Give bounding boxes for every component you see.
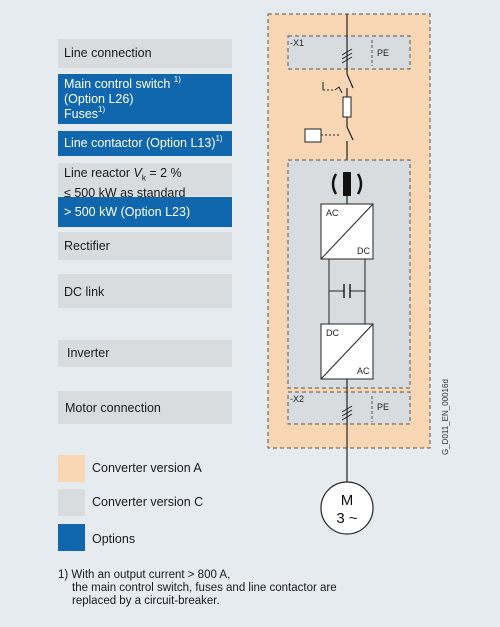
motor-symbol: M 3 ~ [320, 481, 374, 535]
label-line-connection: Line connection [58, 39, 232, 68]
inverter-block: DC AC [320, 323, 374, 380]
label-inverter: Inverter [58, 340, 232, 367]
pe-bottom-label: PE [377, 402, 389, 412]
inverter-dc-label: DC [326, 328, 339, 338]
footnote-line-1: 1) With an output current > 800 A, [58, 569, 231, 581]
drawing-id: G_D011_EN_00016d [441, 379, 450, 455]
inverter-ac-label: AC [357, 366, 370, 376]
label-dc-link: DC link [58, 274, 232, 308]
label-reactor-option: > 500 kW (Option L23) [58, 197, 232, 227]
legend-swatch-version-c [58, 489, 85, 516]
terminal-x1-box [287, 35, 411, 70]
motor-phase-label: 3 ~ [336, 510, 358, 527]
main-switch-symbol [322, 73, 354, 94]
label-line-contactor: Line contactor (Option L13)1) [58, 131, 232, 156]
rectifier-ac-label: AC [326, 208, 339, 218]
line-contactor-symbol [304, 126, 354, 143]
terminal-x2-label: -X2 [290, 394, 304, 404]
pe-top-label: PE [377, 48, 389, 58]
dc-link-symbol [328, 259, 366, 324]
fuse-symbol [342, 96, 352, 118]
legend-label-version-c: Converter version C [92, 495, 204, 509]
footnote-line-3: replaced by a circuit-breaker. [72, 595, 220, 607]
label-line-reactor: Line reactor Vk = 2 % ≤ 500 kW as standa… [58, 163, 232, 200]
label-main-control-switch: Main control switch 1) (Option L26) Fuse… [58, 74, 232, 124]
footnote: 1) With an output current > 800 A, the m… [58, 569, 337, 608]
footnote-line-2: the main control switch, fuses and line … [72, 582, 337, 594]
label-rectifier: Rectifier [58, 232, 232, 260]
motor-m-label: M [341, 492, 354, 509]
legend-label-options: Options [92, 532, 136, 546]
legend-swatch-version-a [58, 455, 85, 482]
rectifier-block: AC DC [320, 203, 374, 260]
line-reactor-symbol [331, 172, 363, 196]
legend-label-version-a: Converter version A [92, 461, 202, 475]
terminal-x1-label: -X1 [290, 38, 304, 48]
legend-swatch-options [58, 524, 85, 551]
rectifier-dc-label: DC [357, 246, 370, 256]
label-motor-connection: Motor connection [58, 391, 232, 424]
